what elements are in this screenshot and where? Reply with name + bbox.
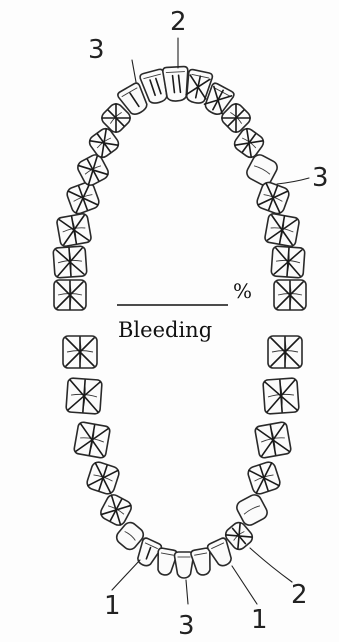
tooth-lower-16 <box>263 378 299 414</box>
score-upper-left: 3 <box>88 35 105 65</box>
tooth-upper-10 <box>163 66 190 101</box>
tooth-lower-1 <box>63 336 97 368</box>
pointer-lower-right-outer <box>250 548 292 582</box>
tooth-upper-18 <box>271 246 305 278</box>
bleeding-percent-sign: % <box>233 279 252 303</box>
tooth-lower-2 <box>66 378 102 414</box>
upper-arch <box>53 66 306 310</box>
tooth-lower-8 <box>154 548 177 577</box>
tooth-upper-16 <box>255 181 291 216</box>
bleeding-label: Bleeding <box>118 318 212 342</box>
pointer-lower-right-inner <box>232 566 257 604</box>
tooth-lower-15 <box>254 421 291 458</box>
tooth-lower-14 <box>246 460 281 495</box>
tooth-upper-4 <box>65 181 101 216</box>
tooth-lower-4 <box>85 460 120 495</box>
pointer-lower-left <box>112 560 140 590</box>
tooth-lower-17 <box>268 336 302 368</box>
score-lower-right-outer: 2 <box>291 580 308 610</box>
tooth-upper-1 <box>54 280 86 310</box>
score-upper-midline: 2 <box>170 7 187 37</box>
score-lower-midline: 3 <box>178 611 195 641</box>
pointer-upper-left <box>132 60 136 82</box>
score-lower-left: 1 <box>104 591 121 621</box>
pointer-lower-midline <box>186 580 188 604</box>
tooth-upper-19 <box>274 280 306 310</box>
tooth-upper-5 <box>75 152 110 187</box>
tooth-lower-3 <box>73 421 110 458</box>
tooth-upper-17 <box>264 213 300 247</box>
lower-arch <box>63 336 302 578</box>
score-upper-right: 3 <box>312 163 329 193</box>
pointer-upper-right <box>277 178 309 184</box>
tooth-upper-2 <box>53 246 87 278</box>
score-lower-right-inner: 1 <box>251 605 268 635</box>
tooth-upper-3 <box>56 213 92 247</box>
